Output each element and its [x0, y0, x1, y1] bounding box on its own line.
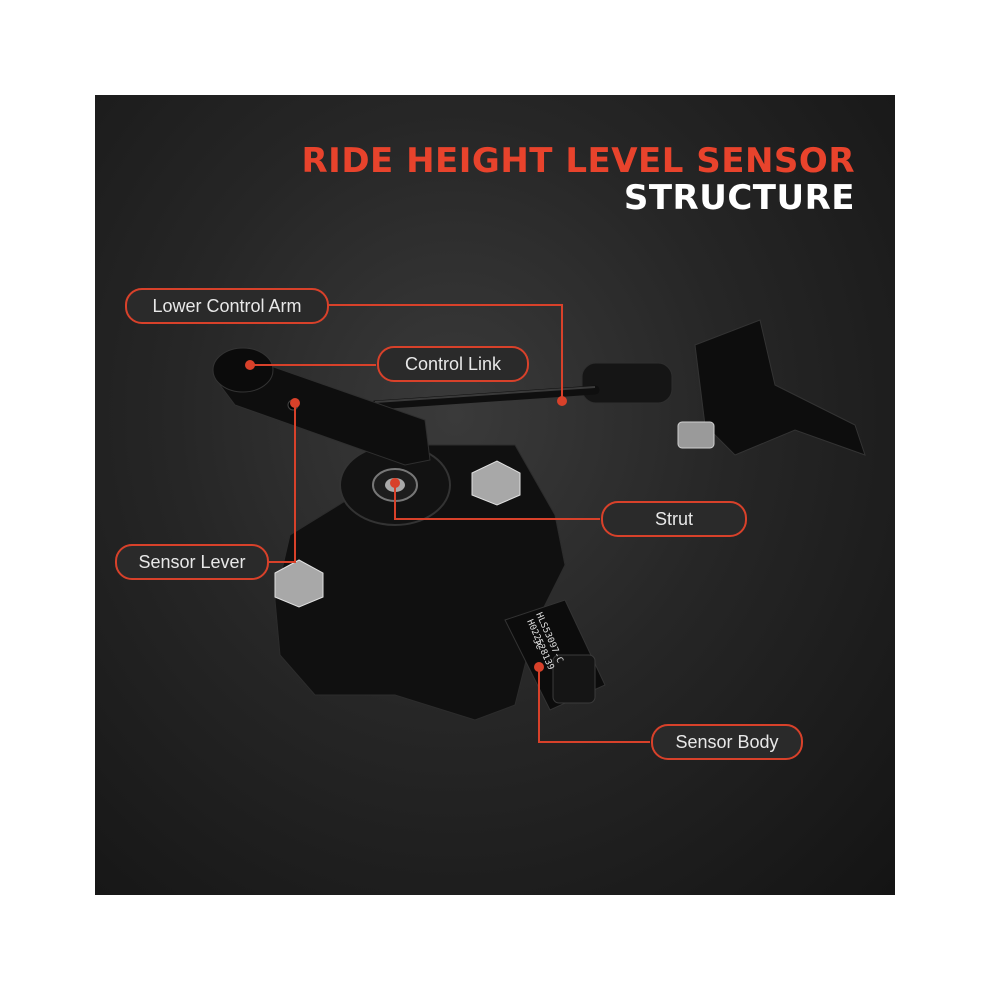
bracket-nut	[677, 421, 715, 449]
callout-sensor-body: Sensor Body	[651, 724, 803, 760]
product-panel: RIDE HEIGHT LEVEL SENSOR STRUCTURE HLS53…	[95, 95, 895, 895]
sensor-illustration: HLS53097-C H022528139 JC	[212, 304, 866, 743]
leader-lower-control-arm	[327, 304, 563, 401]
leader-dot-sensor-lever	[290, 398, 300, 408]
leader-sensor-lever	[265, 403, 296, 563]
lever-end-cap	[212, 347, 274, 393]
leader-strut	[394, 483, 600, 520]
leader-dot-sensor-body	[534, 662, 544, 672]
callout-sensor-lever: Sensor Lever	[115, 544, 269, 580]
part-marking-line-3: JC	[530, 637, 544, 651]
nut-left	[274, 559, 324, 608]
title-line-2: STRUCTURE	[623, 178, 855, 218]
mounting-bracket	[694, 319, 866, 456]
leader-dot-control-link	[245, 360, 255, 370]
control-link-rod	[370, 385, 600, 410]
leader-sensor-body	[538, 667, 650, 743]
nut-top	[471, 460, 521, 506]
leader-dot-strut	[390, 478, 400, 488]
bracket-ball-joint	[581, 362, 673, 404]
title-line-1: RIDE HEIGHT LEVEL SENSOR	[301, 141, 855, 181]
callout-strut: Strut	[601, 501, 747, 537]
callout-control-link: Control Link	[377, 346, 529, 382]
callout-lower-control-arm: Lower Control Arm	[125, 288, 329, 324]
leader-dot-lower-control-arm	[557, 396, 567, 406]
